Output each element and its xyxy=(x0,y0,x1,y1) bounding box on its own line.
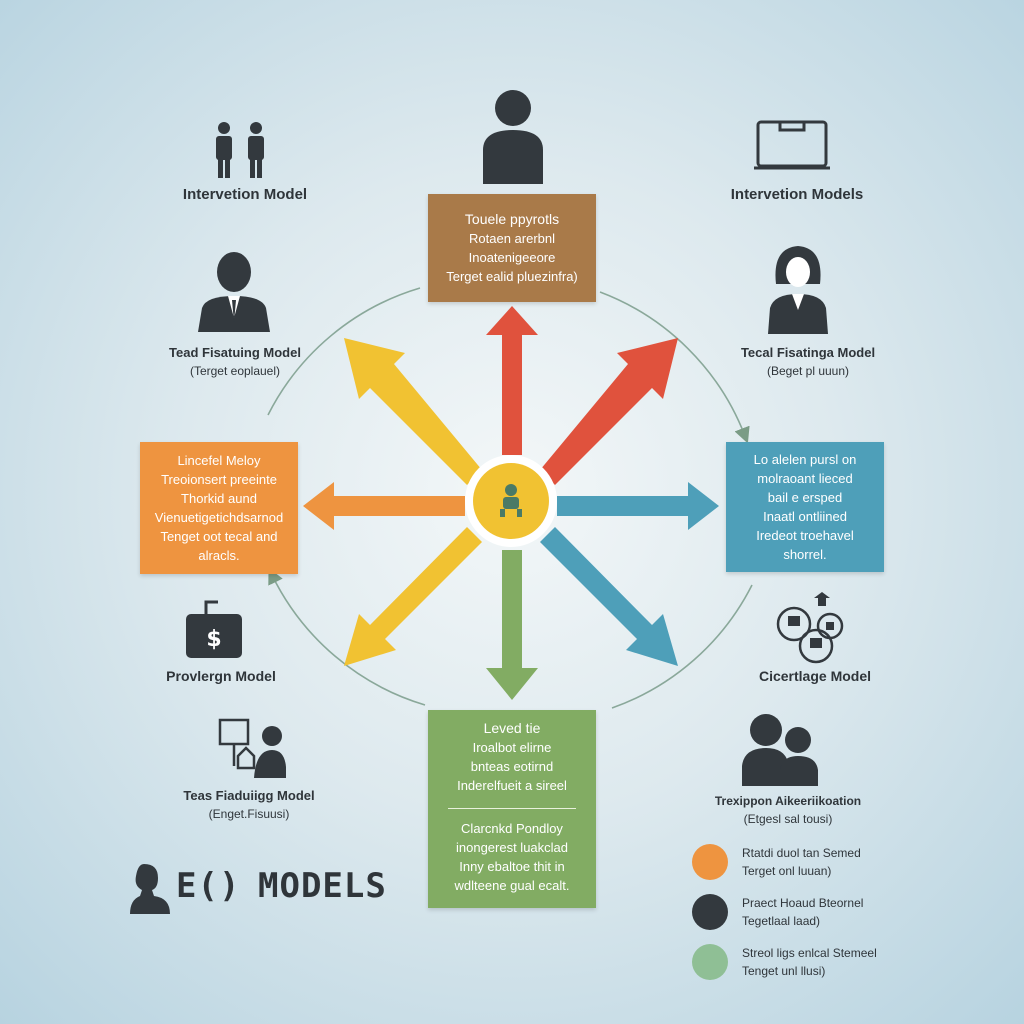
cycle-arc-bottom-left xyxy=(268,567,426,706)
box-bottom-lower-line-1: Clarcnkd Pondloy xyxy=(461,821,563,836)
label-trexippon-aikeeriikoation: Trexippon Aikeeriikoation (Etgesl sal to… xyxy=(690,794,886,826)
label-cicertlage-model: Cicertlage Model xyxy=(758,668,872,684)
box-top-line-3: Inoatenigeeore xyxy=(468,250,556,265)
box-left-line-1: Lincefel Meloy xyxy=(177,453,261,468)
label-trexippon-sub: (Etgesl sal tousi) xyxy=(743,812,833,826)
arrow-down-green xyxy=(486,550,538,700)
box-bottom-upper-line-4: Inderelfueit a sireel xyxy=(457,778,567,793)
cycle-arc-right xyxy=(611,584,753,709)
box-bottom-green: Leved tie Iroalbot elirne bnteas eotirnd… xyxy=(428,710,596,908)
two-users-icon xyxy=(742,714,818,786)
label-teas-fiaduiigg-model: Teas Fiaduiigg Model (Enget.Fisuusi) xyxy=(166,788,332,821)
two-people-icon xyxy=(216,122,264,178)
box-top-line-1: Touele ppyrotls xyxy=(464,211,560,227)
box-bottom-lower: Clarcnkd Pondloy inongerest luakclad Inn… xyxy=(428,809,596,905)
box-right-line-5: Iredeot troehavel xyxy=(756,528,854,543)
legend-dot-orange xyxy=(692,844,728,880)
person-icon xyxy=(483,90,543,184)
arrow-down-left-yellow xyxy=(344,527,482,666)
network-people-icon xyxy=(776,592,844,664)
box-left-line-4: Vienuetigetichdsarnod xyxy=(154,510,284,525)
signboard-user-icon xyxy=(218,718,286,778)
label-team-fisatuing-sub: (Terget eoplauel) xyxy=(189,364,281,378)
cycle-arc-top-left xyxy=(267,287,421,416)
arrow-left-orange xyxy=(303,482,465,530)
cycle-arc-top-right xyxy=(599,291,750,444)
arrow-up-left-yellow xyxy=(344,338,482,485)
box-right-line-2: molraoant lieced xyxy=(757,471,853,486)
box-top-line-2: Rotaen arerbnl xyxy=(469,231,555,246)
box-bottom-lower-line-4: wdlteene gual ecalt. xyxy=(454,878,570,893)
money-bag-icon: $ xyxy=(186,600,242,658)
arrow-up-red xyxy=(486,306,538,455)
footer-prefix: E() xyxy=(176,866,241,906)
box-bottom-upper-line-3: bnteas eotirnd xyxy=(470,759,554,774)
box-right-line-1: Lo alelen pursl on xyxy=(753,452,857,467)
box-bottom-upper-line-1: Leved tie xyxy=(483,720,541,736)
box-right-blue: Lo alelen pursl on molraoant lieced bail… xyxy=(726,442,884,572)
label-provlergn-model: Provlergn Model xyxy=(166,668,276,684)
box-left-line-6: alracls. xyxy=(198,548,240,563)
legend-dot-dark xyxy=(692,894,728,930)
silhouette-logo-icon xyxy=(130,864,170,914)
laptop-icon xyxy=(754,120,830,170)
box-left-line-3: Thorkid aund xyxy=(181,491,257,506)
label-intervention-models-right: Intervetion Models xyxy=(730,186,864,203)
box-left-line-5: Tenget oot tecal and xyxy=(160,529,278,544)
box-left-line-2: Treoionsert preeinte xyxy=(161,472,277,487)
svg-text:$: $ xyxy=(206,627,221,652)
box-right-line-3: bail e ersped xyxy=(767,490,843,505)
businessman-icon xyxy=(198,252,270,332)
label-team-fisatuing-model: Tead Fisatuing Model (Terget eoplauel) xyxy=(152,345,318,378)
arrow-down-right-teal xyxy=(540,527,678,666)
box-bottom-lower-line-2: inongerest luakclad xyxy=(455,840,569,855)
box-bottom-upper: Leved tie Iroalbot elirne bnteas eotirnd… xyxy=(428,710,596,804)
box-right-line-6: shorrel. xyxy=(783,547,827,562)
label-tecal-fisatinga-sub: (Beget pl uuun) xyxy=(766,364,850,378)
box-right-line-4: Inaatl ontliined xyxy=(763,509,847,524)
center-hub-icon xyxy=(500,484,522,517)
woman-icon xyxy=(768,246,828,334)
label-intervention-model-left: Intervetion Model xyxy=(182,186,308,203)
label-teas-fiaduiigg-sub: (Enget.Fisuusi) xyxy=(208,807,290,821)
box-left-orange: Lincefel Meloy Treoionsert preeinte Thor… xyxy=(140,442,298,574)
box-bottom-upper-line-2: Iroalbot elirne xyxy=(472,740,552,755)
box-top-brown: Touele ppyrotls Rotaen arerbnl Inoatenig… xyxy=(428,194,596,302)
label-tecal-fisatinga-model: Tecal Fisatinga Model (Beget pl uuun) xyxy=(718,345,898,378)
footer-models-title: MODELS xyxy=(258,866,387,906)
box-bottom-divider xyxy=(448,808,576,809)
legend-dot-sage xyxy=(692,944,728,980)
box-top-line-4: Terget ealid pluezinfra) xyxy=(446,269,578,284)
box-bottom-lower-line-3: Inny ebaltoe thit in xyxy=(459,859,565,874)
arrow-up-right-red xyxy=(540,338,678,485)
arrow-right-teal xyxy=(557,482,719,530)
